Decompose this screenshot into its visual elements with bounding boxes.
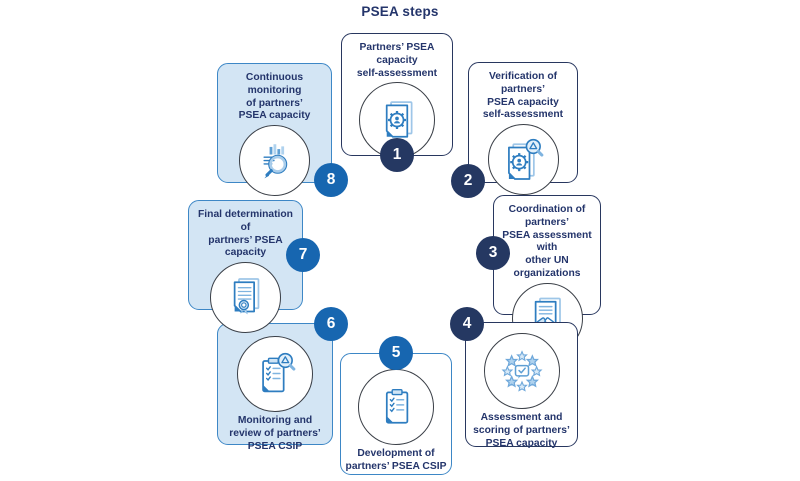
step-3-label: Coordination of partners’ PSEA assessmen… [502, 204, 592, 279]
page-title: PSEA steps [361, 4, 439, 19]
step-7-badge: 7 [286, 238, 320, 272]
step-card-1: Partners’ PSEA capacity self-assessment … [341, 33, 453, 172]
step-6-badge: 6 [314, 307, 348, 341]
step-3-badge: 3 [476, 236, 510, 270]
step-7-label: Final determination of partners’ PSEA ca… [198, 209, 293, 259]
step-card-5: Development of partners’ PSEA CSIP 5 [340, 336, 452, 475]
step-4-badge: 4 [450, 307, 484, 341]
step-card-7: Final determination of partners’ PSEA ca… [188, 200, 320, 334]
step-card-2: Verification of partners’ PSEA capacity … [451, 62, 578, 198]
clipboard-checklist-icon [358, 369, 434, 445]
step-card-6: Monitoring and review of partners’ PSEA … [217, 307, 348, 452]
bar-chart-magnifier-icon [239, 125, 310, 197]
step-card-3: Coordination of partners’ PSEA assessmen… [476, 195, 601, 354]
step-card-8: Continuous monitoring of partners’ PSEA … [217, 63, 348, 197]
stars-checkmark-icon [483, 333, 560, 409]
step-8-badge: 8 [314, 163, 348, 197]
step-2-badge: 2 [451, 164, 485, 198]
clipboard-magnifier-alert-icon [237, 336, 313, 412]
document-magnifier-alert-icon [487, 124, 559, 196]
step-card-4: Assessment and scoring of partners’ PSEA… [450, 307, 578, 449]
step-6-label: Monitoring and review of partners’ PSEA … [229, 415, 321, 452]
certificate-ribbon-icon [210, 262, 281, 334]
step-2-label: Verification of partners’ PSEA capacity … [482, 71, 564, 121]
step-5-label: Development of partners’ PSEA CSIP [345, 448, 447, 472]
step-1-label: Partners’ PSEA capacity self-assessment [356, 42, 438, 79]
step-4-label: Assessment and scoring of partners’ PSEA… [473, 412, 570, 449]
step-1-badge: 1 [380, 138, 414, 172]
step-5-badge: 5 [379, 336, 413, 370]
step-8-label: Continuous monitoring of partners’ PSEA … [238, 72, 311, 122]
